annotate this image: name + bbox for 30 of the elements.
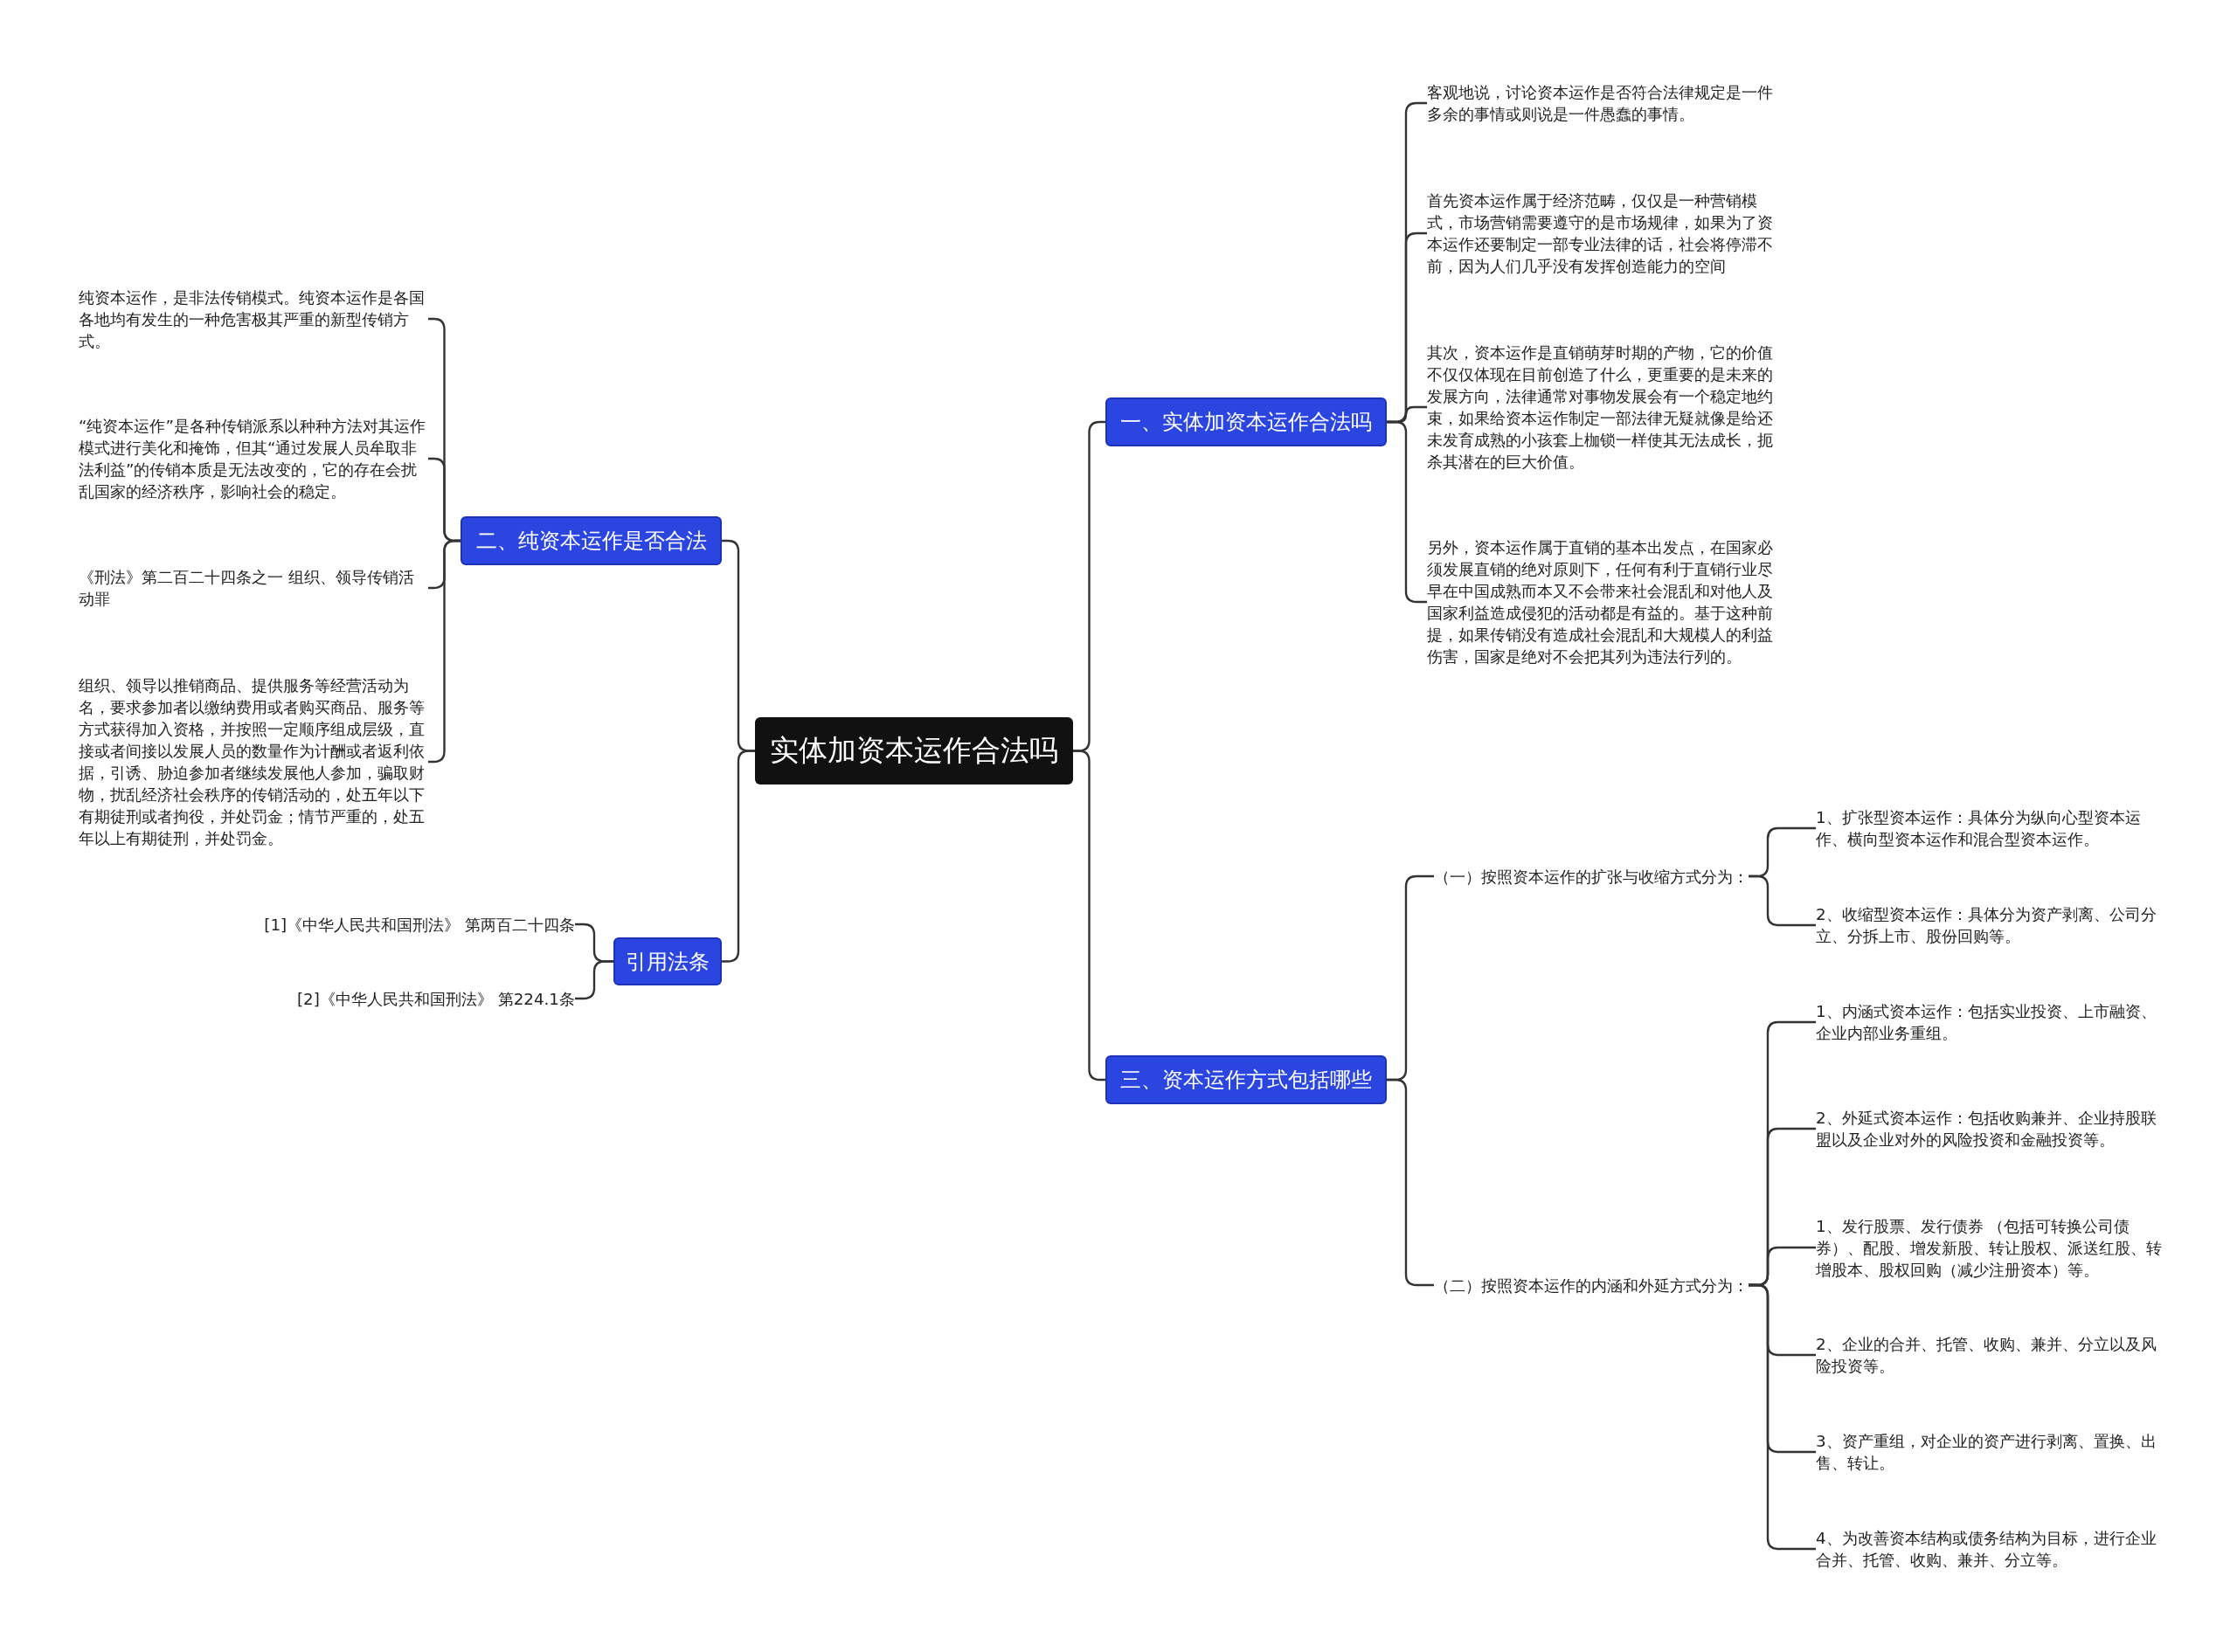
topic-text: 2、收缩型资本运作：具体分为资产剥离、公司分立、分拆上市、股份回购等。 (1816, 903, 2167, 947)
topic-text: 4、为改善资本结构或债务结构为目标，进行企业合并、托管、收购、兼并、分立等。 (1816, 1527, 2167, 1571)
topic-text: 《刑法》第二百二十四条之一 组织、领导传销活动罪 (79, 566, 428, 610)
connector-line (1749, 1283, 1816, 1551)
topic-text: 1、发行股票、发行债券 （包括可转换公司债券）、配股、增发新股、转让股权、派送红股、转增股本、股权回购（减少注册资本）等。 (1816, 1214, 2167, 1281)
topic-text: 2、企业的合并、托管、收购、兼并、分立以及风险投资等。 (1816, 1333, 2167, 1377)
topic-text: 其次，资本运作是直销萌芽时期的产物，它的价值不仅仅体现在目前创造了什么，更重要的是未来的发展方向，法律通常对事物发展会有一个稳定地约束，如果给资本运作制定一部法律无疑就像是给还未发育成熟的小孩套上枷锁一样使其无法成长，扼杀其潜在的巨大价值。 (1427, 342, 1776, 473)
topic-text: [2]《中华人民共和国刑法》 第224.1条 (296, 987, 575, 1010)
topic-text: 组织、领导以推销商品、提供服务等经营活动为名，要求参加者以缴纳费用或者购买商品、服务等方式获得加入资格，并按照一定顺序组成层级，直接或者间接以发展人员的数量作为计酬或者返利依据，引诱、胁迫参加者继续发展他人参加，骗取财物，扰乱经济社会秩序的传销活动的，处五年以下有期徒刑或者拘役，并处罚金；情节严重的，处五年以上有期徒刑，并处罚金。 (79, 674, 428, 849)
topic-text: （二）按照资本运作的内涵和外延方式分为： (1434, 1274, 1749, 1296)
topic-text: “纯资本运作”是各种传销派系以种种方法对其运作模式进行美化和掩饰，但其“通过发展人员牟取非法利益”的传销本质是无法改变的，它的存在会扰乱国家的经济秩序，影响社会的稳定。 (79, 415, 428, 502)
topic-text: 首先资本运作属于经济范畴，仅仅是一种营销模式，市场营销需要遵守的是市场规律，如果为了资本运作还要制定一部专业法律的话，社会将停滞不前，因为人们几乎没有发挥创造能力的空间 (1427, 190, 1776, 277)
branch-topic-box: 一、实体加资本运作合法吗 (1105, 397, 1387, 446)
connector-line (1749, 874, 1816, 927)
root-topic-box: 实体加资本运作合法吗 (755, 717, 1073, 785)
topic-text: [1]《中华人民共和国刑法》 第两百二十四条 (264, 913, 575, 936)
branch-topic-box: 三、资本运作方式包括哪些 (1105, 1055, 1387, 1104)
topic-text: 客观地说，讨论资本运作是否符合法律规定是一件多余的事情或则说是一件愚蠢的事情。 (1427, 81, 1776, 125)
connector-line (1073, 750, 1105, 1082)
connector-line (575, 960, 613, 1000)
connector-line (722, 750, 755, 963)
topic-text: 3、资产重组，对企业的资产进行剥离、置换、出售、转让。 (1816, 1430, 2167, 1474)
branch-topic-box: 二、纯资本运作是否合法 (461, 516, 722, 565)
topic-text: 1、内涵式资本运作：包括实业投资、上市融资、企业内部业务重组。 (1816, 1000, 2167, 1044)
topic-text: 1、扩张型资本运作：具体分为纵向心型资本运作、横向型资本运作和混合型资本运作。 (1816, 806, 2167, 850)
branch-topic-box: 引用法条 (613, 937, 722, 985)
topic-text: 纯资本运作，是非法传销模式。纯资本运作是各国各地均有发生的一种危害极其严重的新型传销方式。 (79, 286, 428, 352)
topic-text: （一）按照资本运作的扩张与收缩方式分为： (1434, 865, 1749, 888)
topic-text: 另外，资本运作属于直销的基本出发点，在国家必须发展直销的绝对原则下，任何有利于直销行业尽早在中国成熟而本又不会带来社会混乱和对他人及国家利益造成侵犯的活动都是有益的。基于这种前提，如果传销没有造成社会混乱和大规模人的利益伤害，国家是绝对不会把其列为违法行列的。 (1427, 536, 1776, 667)
topic-text: 2、外延式资本运作：包括收购兼并、企业持股联盟以及企业对外的风险投资和金融投资等。 (1816, 1107, 2167, 1151)
